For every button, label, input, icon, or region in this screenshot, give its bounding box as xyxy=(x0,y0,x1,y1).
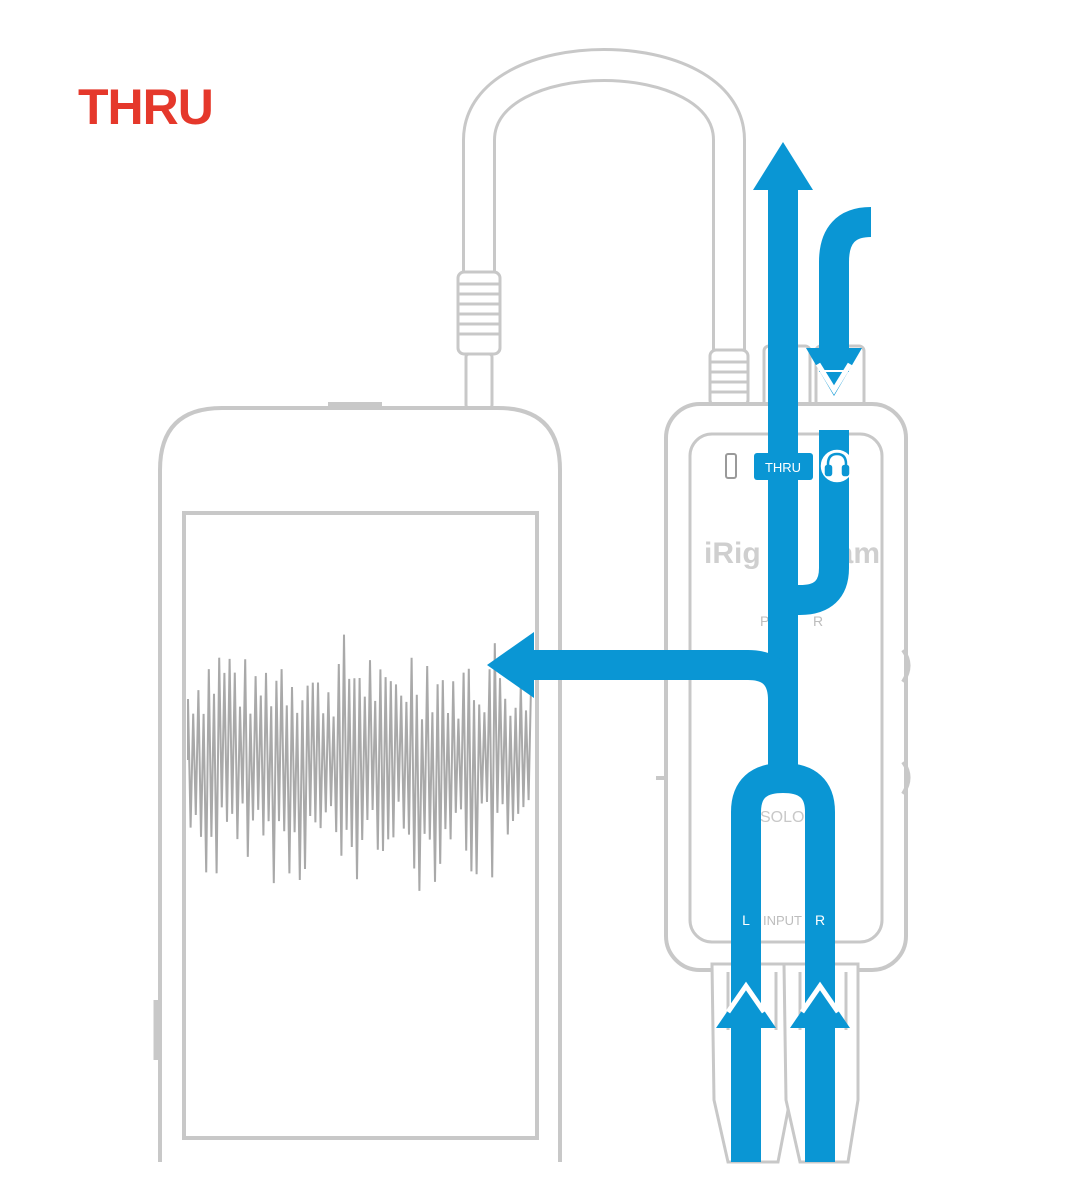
signal-arrowheads xyxy=(487,142,862,1028)
monitor-return-path xyxy=(783,430,849,615)
phone-arrow-left xyxy=(487,632,534,698)
phone-icon xyxy=(725,453,737,479)
phone-signal-path xyxy=(528,650,798,701)
arrow-outlines xyxy=(725,362,853,1014)
connector-cable xyxy=(462,48,746,369)
thru-badge: THRU xyxy=(754,453,813,480)
signal-paths xyxy=(528,190,872,1162)
input-left-label: L xyxy=(742,912,750,928)
solo-label: SOLO xyxy=(760,809,804,826)
headphones-icon xyxy=(820,449,854,483)
power-label-tail: R xyxy=(813,613,823,629)
stereo-input-path xyxy=(731,762,835,1162)
right-input-arrow-up xyxy=(790,984,850,1028)
headphone-arrow-down xyxy=(806,348,862,396)
input-label: INPUT xyxy=(763,913,802,928)
brand-label: iRig xyxy=(704,537,761,570)
audio-waveform xyxy=(187,634,533,891)
phone-plug xyxy=(456,270,502,410)
mode-title: THRU xyxy=(78,79,214,135)
headphone-signal-path xyxy=(819,207,872,370)
power-label: P xyxy=(760,613,769,629)
thru-arrow-up xyxy=(753,142,813,190)
left-input-arrow-up xyxy=(716,984,776,1028)
phone-device xyxy=(153,402,562,1162)
interface-plug xyxy=(708,348,750,408)
input-right-label: R xyxy=(815,912,825,928)
waveform-trace xyxy=(187,634,533,891)
thru-badge-label: THRU xyxy=(765,460,801,475)
